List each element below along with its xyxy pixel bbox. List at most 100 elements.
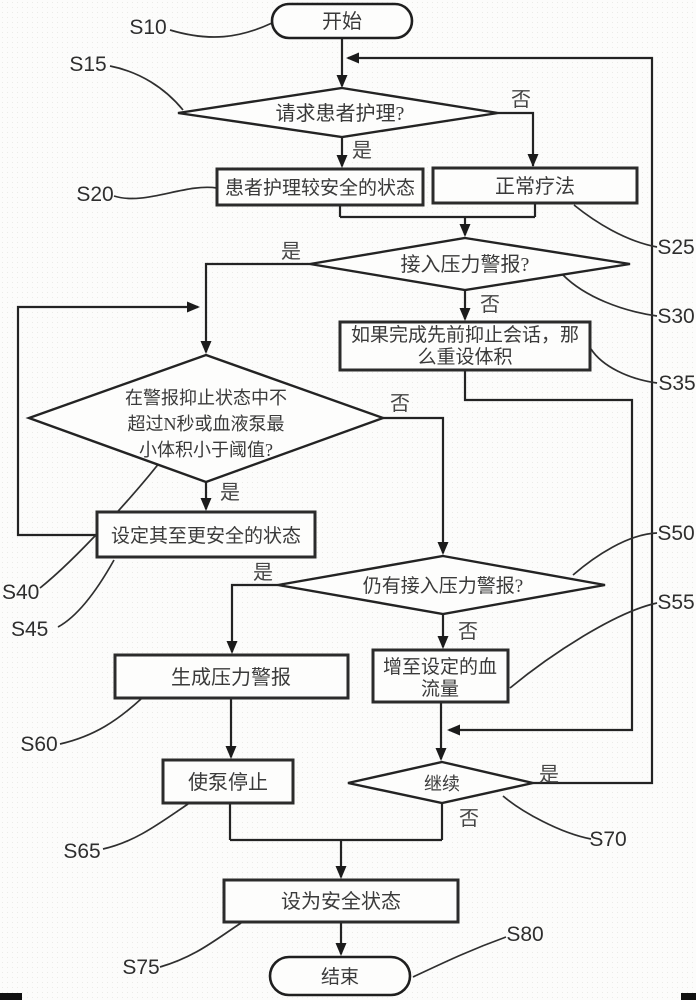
- process-increase-flow: [371, 648, 510, 704]
- decision-still-alarm: [277, 554, 606, 616]
- end-terminal: [268, 955, 412, 997]
- connector-suppress-check-no: [383, 416, 445, 553]
- reset-volume-label-line1: 如果完成先前抑止会话，那: [351, 324, 579, 346]
- step-label-s70: S70: [589, 828, 626, 851]
- set-safer-state-label: 设定其至更安全的状态: [111, 525, 301, 547]
- connector-continue-yes-feedback: [348, 56, 654, 785]
- process-set-safe-state: [222, 878, 460, 924]
- connector-merge-to-safe-state: [228, 802, 444, 877]
- arrowhead-into-still-alarm: [437, 542, 449, 555]
- branch-no-continue: 否: [459, 808, 479, 830]
- branch-yes-access-alarm: 是: [281, 241, 301, 263]
- care-safe-state-label: 患者护理较安全的状态: [225, 177, 415, 199]
- request-care-label: 请求患者护理?: [276, 102, 405, 125]
- stop-pump-label: 使泵停止: [188, 771, 268, 794]
- process-care-safe-state: [215, 167, 425, 207]
- process-normal-therapy: [431, 166, 639, 205]
- arrowhead-into-access-alarm: [459, 224, 471, 237]
- step-label-s30: S30: [657, 305, 694, 328]
- step-label-s45: S45: [11, 618, 48, 641]
- arrowhead-into-safer-state: [200, 498, 212, 511]
- arrowhead-loop-merge: [187, 301, 200, 313]
- arrowhead-into-continue: [435, 748, 447, 761]
- decision-access-alarm: [309, 236, 631, 292]
- leader-s25: [573, 204, 658, 248]
- arrowhead-into-care-safe-state: [336, 155, 348, 168]
- leader-s75: [159, 922, 242, 968]
- connector-access-alarm-yes: [204, 262, 310, 352]
- step-label-s40: S40: [2, 581, 39, 604]
- process-set-safer-state: [95, 510, 317, 559]
- step-label-s55: S55: [657, 591, 694, 614]
- scan-artifact-bottom-right: [681, 993, 696, 1000]
- process-reset-volume: [338, 320, 592, 372]
- arrowhead-into-reset-volume: [459, 308, 471, 321]
- increase-flow-label-line2: 流量: [421, 678, 459, 700]
- still-alarm-label: 仍有接入压力警报?: [363, 575, 523, 597]
- branch-yes-request-care: 是: [352, 140, 372, 162]
- step-label-s15: S15: [69, 53, 106, 76]
- normal-therapy-label: 正常疗法: [495, 175, 575, 198]
- step-label-s75: S75: [122, 956, 159, 979]
- step-label-s25: S25: [657, 236, 694, 259]
- leader-s30: [562, 274, 658, 317]
- arrowhead-reset-volume-merge: [447, 724, 460, 736]
- decision-continue: [347, 760, 534, 805]
- end-label: 结束: [321, 966, 359, 988]
- step-label-s35: S35: [658, 372, 695, 395]
- branch-no-still-alarm: 否: [458, 621, 478, 643]
- start-terminal: [270, 2, 414, 40]
- arrowhead-into-suppress-check: [200, 341, 212, 354]
- branch-no-request-care: 否: [511, 89, 531, 111]
- arrowhead-into-end: [335, 943, 347, 956]
- arrowhead-into-normal-therapy: [527, 154, 539, 167]
- step-label-s20: S20: [76, 183, 113, 206]
- connector-reset-volume-out: [449, 370, 634, 732]
- step-label-s50: S50: [657, 522, 694, 545]
- increase-flow-label-line1: 增至设定的血: [383, 656, 497, 678]
- branch-yes-suppress-check: 是: [220, 482, 240, 504]
- generate-alarm-label: 生成压力警报: [171, 666, 291, 689]
- branch-yes-still-alarm: 是: [253, 562, 273, 584]
- decision-suppress-check: [25, 353, 387, 484]
- leader-s50: [572, 532, 658, 576]
- connector-still-alarm-yes: [230, 583, 278, 652]
- arrowhead-feedback-merge: [346, 52, 359, 64]
- start-label: 开始: [322, 10, 362, 33]
- suppress-check-label-line1: 在警报抑止状态中不: [125, 388, 287, 408]
- continue-label: 继续: [424, 774, 460, 794]
- connector-safer-state-loop: [16, 305, 198, 537]
- process-stop-pump: [161, 758, 295, 805]
- connector-merge-to-access-alarm: [338, 203, 537, 235]
- step-label-s10: S10: [129, 16, 166, 39]
- arrowhead-into-generate-alarm: [226, 641, 238, 654]
- leader-s65: [102, 803, 189, 850]
- leader-s70: [502, 795, 592, 840]
- leader-s45: [57, 559, 115, 628]
- set-safe-state-label: 设为安全状态: [281, 890, 401, 913]
- step-label-s80: S80: [506, 923, 543, 946]
- leader-s15: [109, 65, 184, 111]
- leader-s80: [412, 936, 507, 978]
- leader-s60: [59, 698, 142, 745]
- branch-yes-continue: 是: [539, 764, 559, 786]
- leader-s20: [113, 186, 218, 200]
- connector-request-care-no: [498, 111, 535, 166]
- arrowhead-into-request-care: [336, 75, 348, 88]
- leader-s10: [169, 22, 273, 38]
- scan-artifact-bottom-left: [0, 993, 22, 1000]
- process-generate-alarm: [113, 653, 350, 700]
- branch-no-suppress-check: 否: [390, 393, 410, 415]
- arrowhead-into-stop-pump: [225, 746, 237, 759]
- access-alarm-label: 接入压力警报?: [401, 253, 530, 276]
- step-label-s65: S65: [63, 840, 100, 863]
- step-label-s60: S60: [20, 733, 57, 756]
- arrowhead-into-safe-state: [335, 866, 347, 879]
- branch-no-access-alarm: 否: [480, 294, 500, 316]
- reset-volume-label-line2: 么重设体积: [417, 346, 512, 368]
- arrowhead-into-increase-flow: [437, 636, 449, 649]
- leader-s35: [590, 348, 658, 384]
- decision-request-care: [177, 86, 499, 139]
